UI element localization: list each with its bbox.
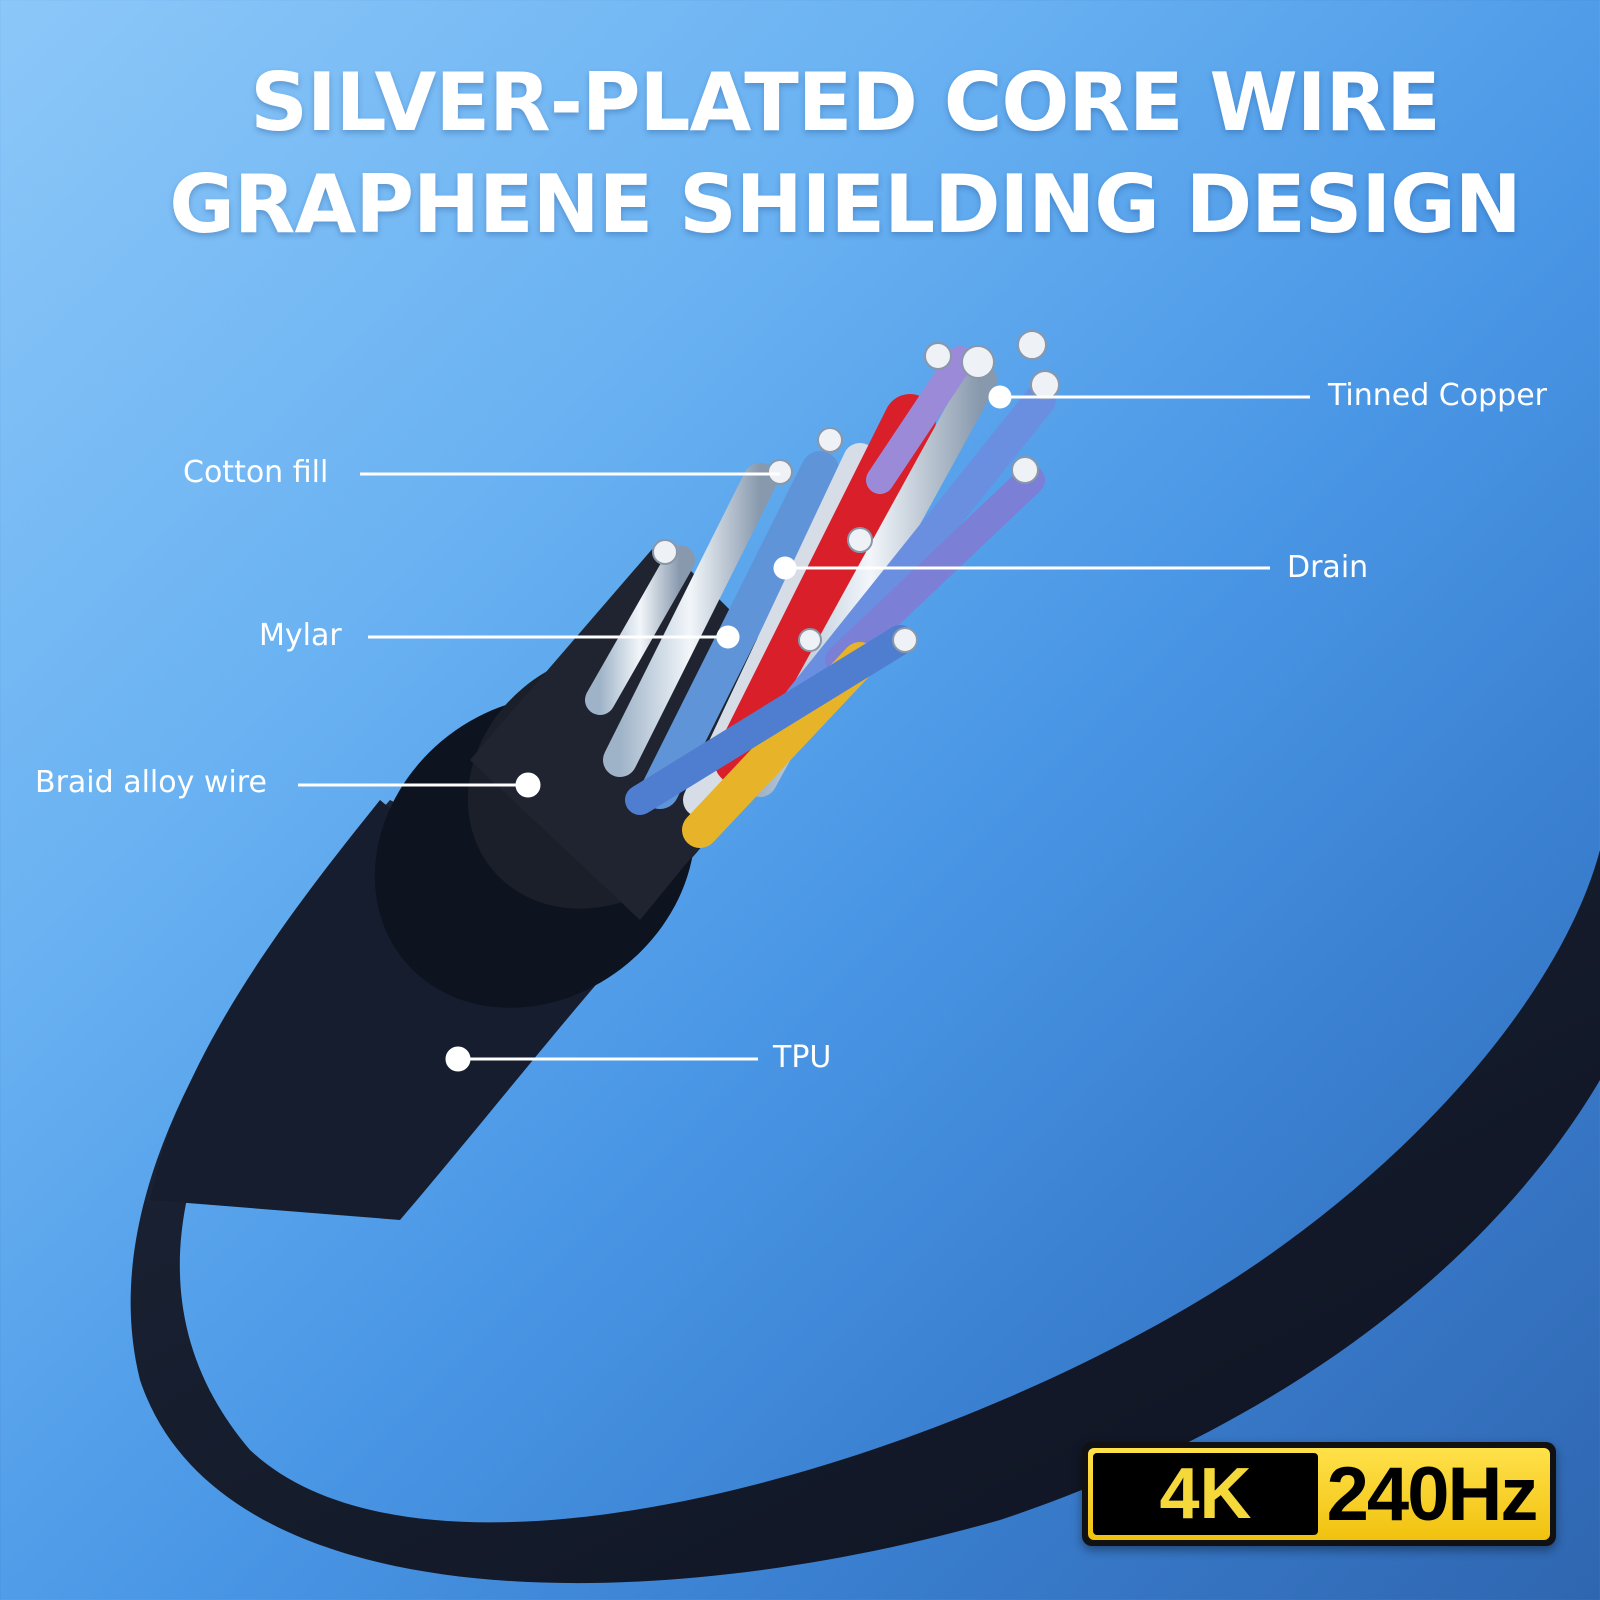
callout-drain: Drain: [1287, 550, 1369, 585]
callout-mylar: Mylar: [259, 618, 342, 653]
headline-line-1: SILVER-PLATED CORE WIRE: [250, 56, 1441, 149]
headline-line-2: GRAPHENE SHIELDING DESIGN: [169, 158, 1522, 251]
callout-braid-alloy-wire: Braid alloy wire: [35, 765, 267, 800]
badge-resolution: 4K: [1093, 1453, 1318, 1535]
badge-refresh-rate: 240Hz: [1326, 1451, 1539, 1537]
callout-tpu: TPU: [773, 1040, 832, 1075]
callout-lines: [298, 385, 1310, 1072]
tpu-jacket: [130, 800, 1600, 1584]
callout-tinned-copper: Tinned Copper: [1328, 378, 1547, 413]
spec-badge: 4K 240Hz: [1082, 1442, 1556, 1546]
callout-cotton-fill: Cotton fill: [183, 455, 329, 490]
